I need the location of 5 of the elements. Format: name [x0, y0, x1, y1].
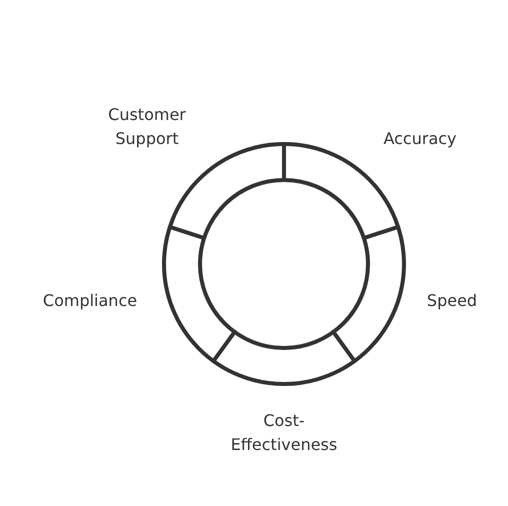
segment-label: Compliance	[42, 290, 138, 312]
segment-label: Speed	[426, 290, 478, 312]
segment-label: Accuracy	[382, 128, 458, 150]
segment-label: Cost-Effectiveness	[230, 410, 338, 456]
segment-label: Customer Support	[107, 104, 187, 150]
